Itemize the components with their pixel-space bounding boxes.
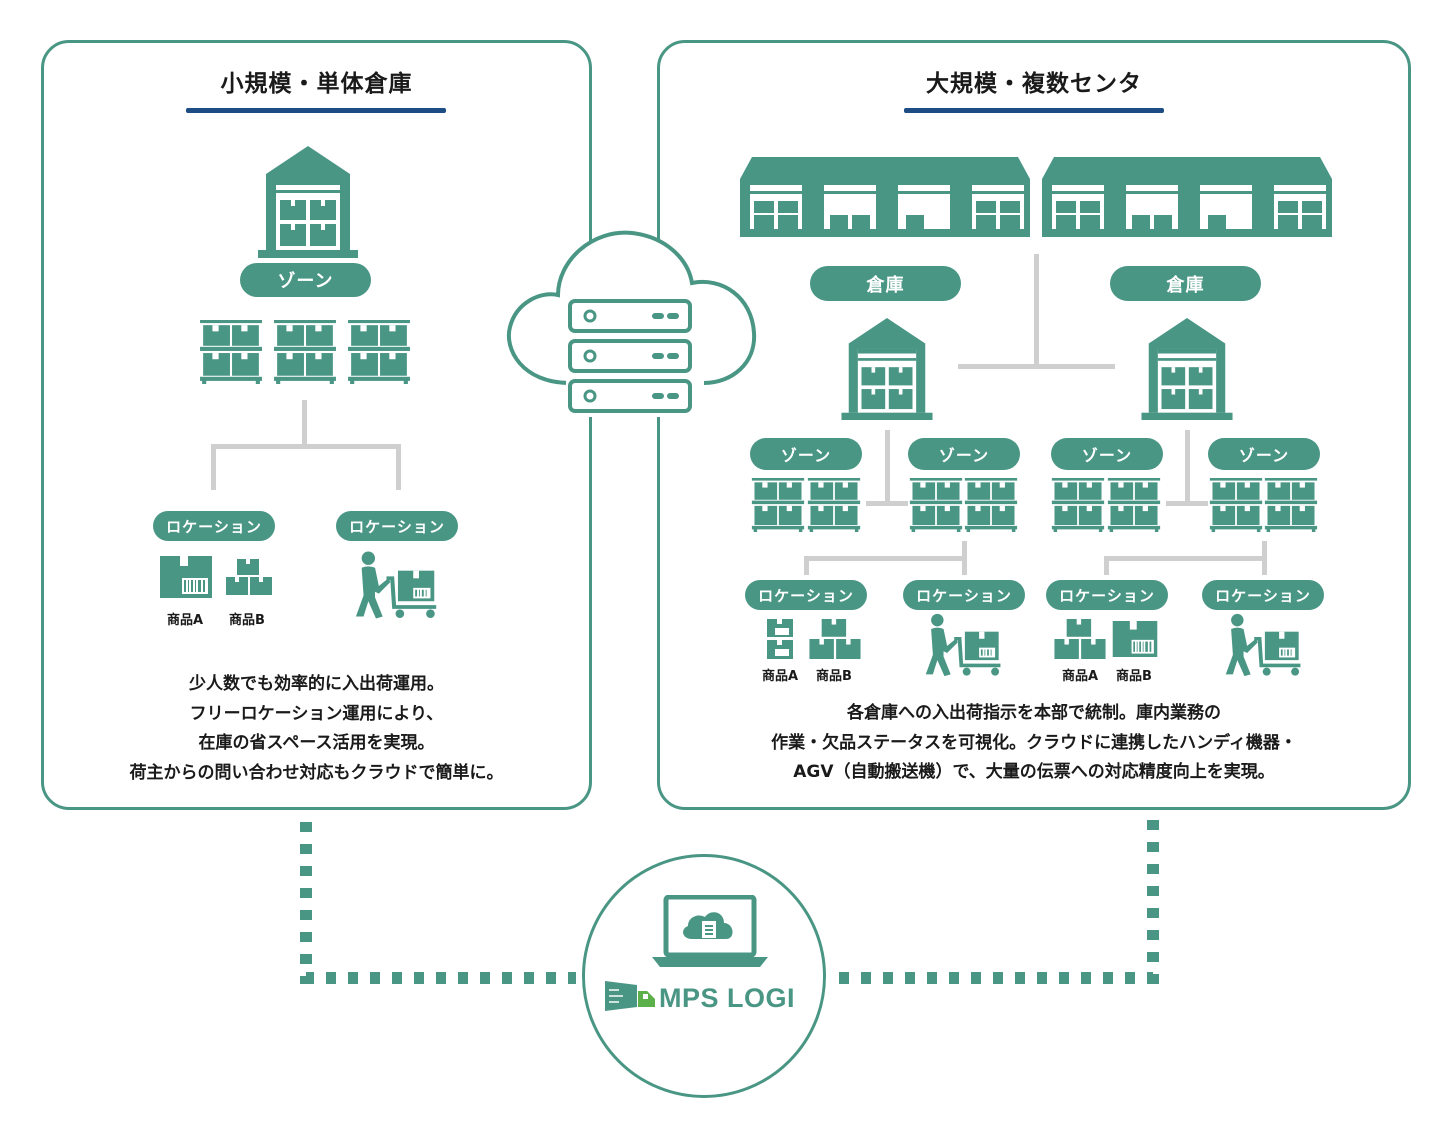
description-line: 在庫の省スペース活用を実現。 (198, 733, 435, 753)
laptop-cloud-icon (652, 895, 768, 967)
mps-logi-logo-text: MPS LOGI (659, 983, 796, 1013)
large-warehouse-title: 大規模・複数センタ (926, 71, 1142, 97)
cloud-server-icon (506, 230, 757, 417)
zone-label: ゾーン (1208, 438, 1320, 470)
location-label: ロケーション (336, 511, 458, 541)
mps-logi-circle (582, 854, 826, 1098)
location-label: ロケーション (1046, 580, 1168, 610)
connector-line (958, 364, 1115, 369)
warehouse-label: 倉庫 (1110, 266, 1261, 301)
description-line: AGV（自動搬送機）で、大量の伝票への対応精度向上を実現。 (793, 762, 1275, 782)
connector-line (1166, 501, 1208, 506)
description-line: 各倉庫への入出荷指示を本部で統制。庫内業務の (847, 703, 1221, 723)
product-label: 商品A (1061, 669, 1099, 684)
connector-line (885, 430, 890, 505)
connector-line (1104, 556, 1109, 575)
location-label: ロケーション (153, 511, 275, 541)
location-label: ロケーション (745, 580, 867, 610)
product-label: 商品B (1116, 669, 1152, 684)
connector-line (211, 444, 401, 449)
large-warehouse-title-underline (904, 108, 1164, 113)
stacked-boxes-icon (767, 619, 793, 659)
connector-line (1185, 430, 1190, 505)
small-warehouse-title-underline (186, 108, 446, 113)
connector-line (211, 444, 216, 490)
warehouse-label: 倉庫 (810, 266, 961, 301)
location-label: ロケーション (1202, 580, 1324, 610)
zone-label: ゾーン (240, 263, 371, 297)
connector-line (866, 501, 908, 506)
product-label: 商品B (229, 613, 265, 628)
description-line: 作業・欠品ステータスを可視化。クラウドに連携したハンディ機器・ (771, 732, 1297, 753)
description-line: 荷主からの問い合わせ対応もクラウドで簡単に。 (129, 762, 504, 783)
zone-label: ゾーン (908, 438, 1020, 470)
connector-line (1034, 254, 1039, 367)
zone-label: ゾーン (750, 438, 862, 470)
product-label: 商品A (166, 613, 204, 628)
connector-line (302, 400, 307, 447)
large-warehouse-description: 各倉庫への入出荷指示を本部で統制。庫内業務の 作業・欠品ステータスを可視化。クラ… (657, 699, 1411, 788)
product-label: 商品B (816, 669, 852, 684)
connector-line (804, 556, 809, 575)
description-line: 少人数でも効率的に入出荷運用。 (189, 674, 444, 694)
connector-line (804, 556, 967, 561)
small-warehouse-description: 少人数でも効率的に入出荷運用。 フリーロケーション運用により、 在庫の省スペース… (41, 670, 592, 788)
location-label: ロケーション (903, 580, 1025, 610)
description-line: フリーロケーション運用により、 (189, 703, 444, 724)
connector-line (1104, 556, 1267, 561)
small-warehouse-title: 小規模・単体倉庫 (220, 71, 413, 97)
zone-label: ゾーン (1051, 438, 1163, 470)
connector-line (396, 444, 401, 490)
truck-icon (605, 981, 655, 1011)
product-label: 商品A (761, 669, 799, 684)
